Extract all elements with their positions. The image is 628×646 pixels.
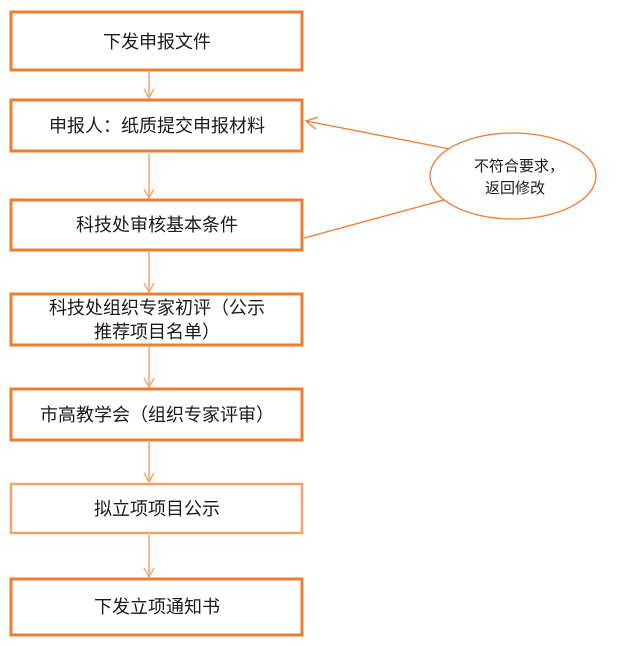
step-label-line1: 科技处组织专家初评（公示 — [49, 298, 265, 319]
step-publicity: 拟立项项目公示 — [9, 482, 304, 535]
step-label: 科技处审核基本条件 — [76, 215, 238, 236]
step-label: 拟立项项目公示 — [94, 499, 220, 520]
step-submit-materials: 申报人：纸质提交申报材料 — [9, 98, 304, 153]
step-label: 申报人：纸质提交申报材料 — [49, 116, 265, 137]
step-issue-documents: 下发申报文件 — [9, 10, 304, 72]
feedback-line2: 返回修改 — [485, 179, 545, 197]
arrow-review-to-feedback — [303, 191, 464, 239]
arrow-feedback-to-submit — [304, 116, 456, 151]
feedback-line1: 不符合要求， — [474, 157, 564, 175]
step-label: 下发立项通知书 — [94, 597, 220, 618]
step-label: 市高教学会（组织专家评审） — [40, 405, 274, 426]
step-association-review: 市高教学会（组织专家评审） — [9, 387, 304, 442]
step-basic-review: 科技处审核基本条件 — [9, 198, 304, 252]
step-label: 下发申报文件 — [103, 32, 211, 53]
feedback-ellipse: 不符合要求， 返回修改 — [429, 132, 597, 220]
step-approval-notice: 下发立项通知书 — [9, 577, 304, 637]
step-label-line2: 推荐项目名单） — [94, 322, 220, 343]
step-expert-preliminary: 科技处组织专家初评（公示 推荐项目名单） — [9, 292, 304, 347]
